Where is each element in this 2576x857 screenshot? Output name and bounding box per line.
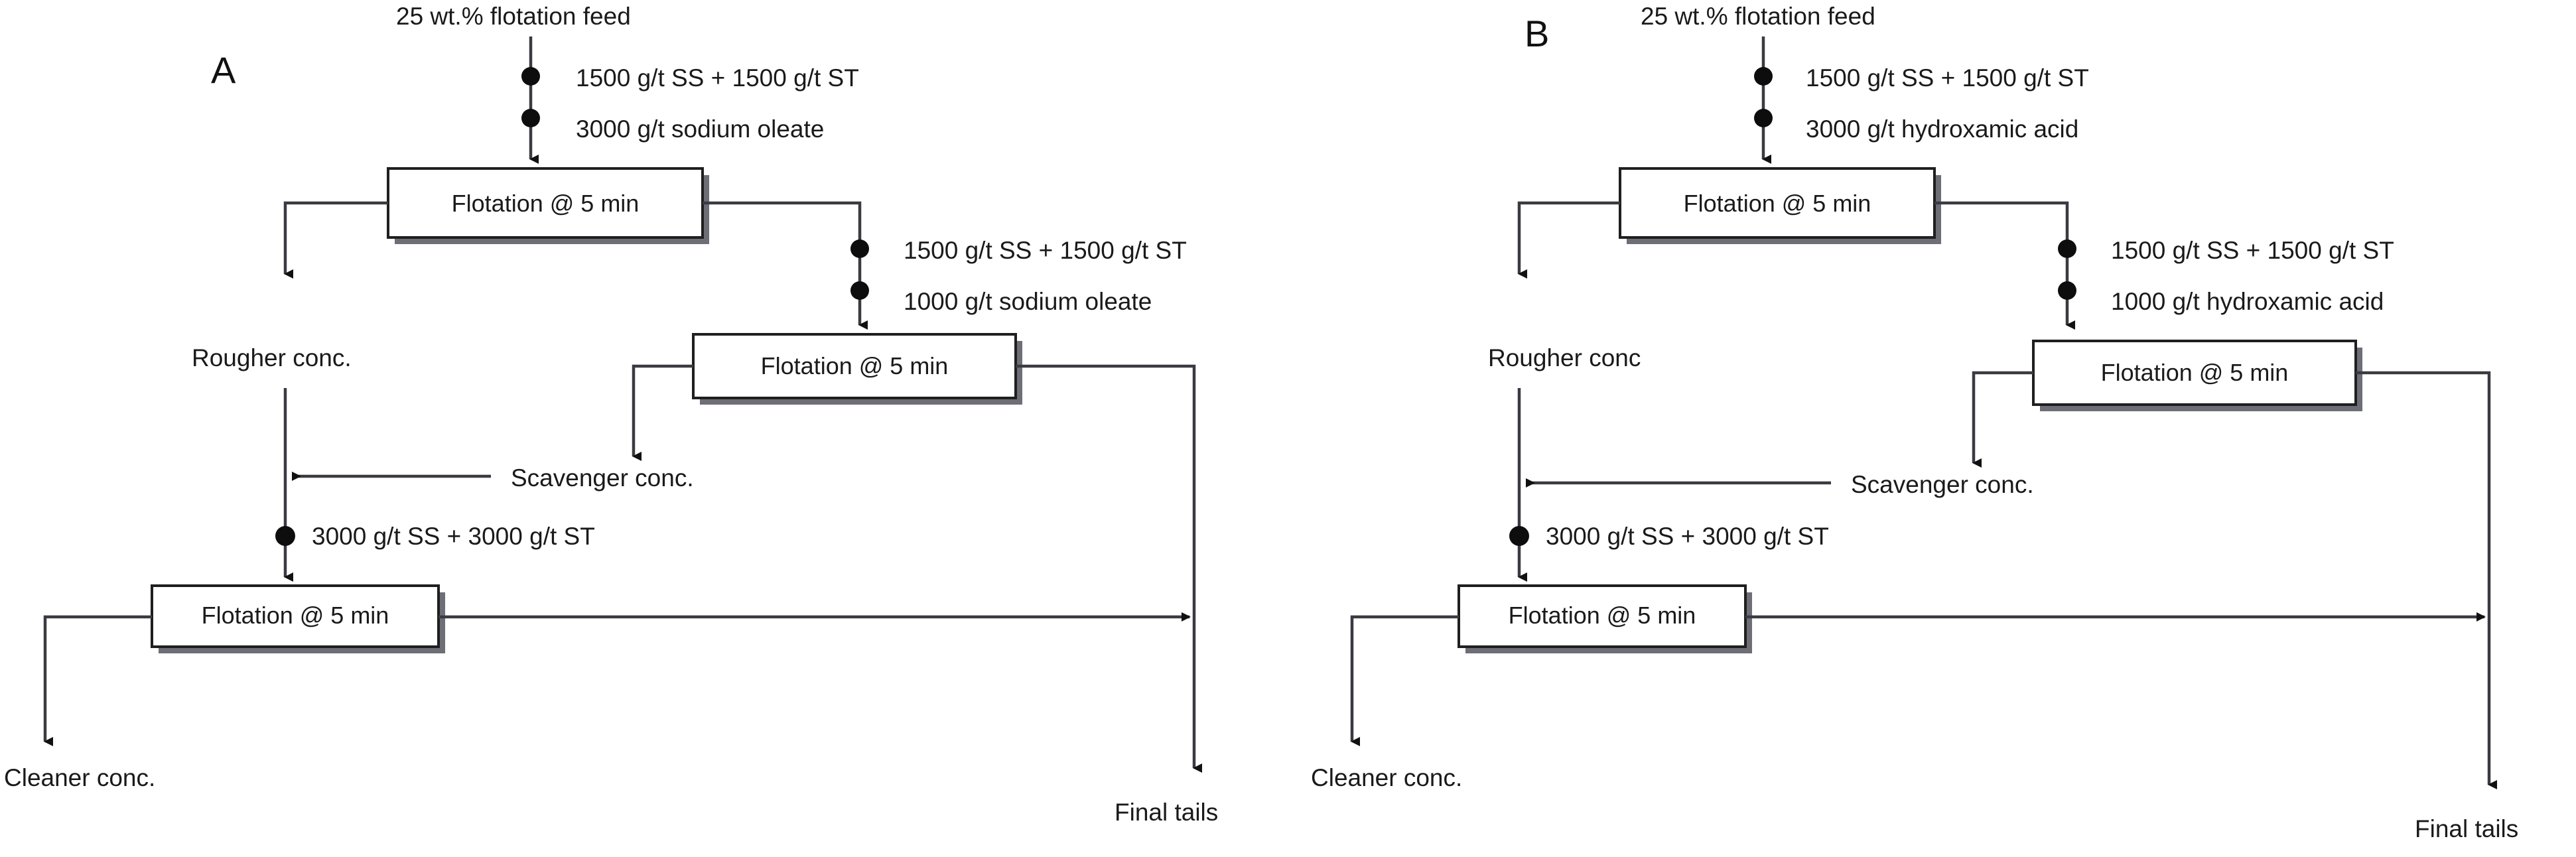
panel-b-rougher-reagent-1: 1500 g/t SS + 1500 g/t ST [1806,64,2089,92]
panel-b-reagent-dot-1 [1754,67,1773,86]
panel-b: B 25 wt.% flotation feed 1500 g/t SS + 1… [1311,3,2518,842]
panel-a-cleaner-conc-line [43,615,152,746]
panel-a-rougher-reagent-2: 3000 g/t sodium oleate [576,115,824,143]
panel-a-rougher-conc-line [283,201,388,279]
panel-b-reagent-dot-2 [1754,109,1773,127]
panel-b-rougher-reagent-2: 3000 g/t hydroxamic acid [1806,115,2078,143]
panel-b-scav-reagent-dot-2 [2058,281,2076,300]
panel-b-rougher-conc-line [1517,201,1620,279]
panel-a-scavenger-reagent-1: 1500 g/t SS + 1500 g/t ST [904,237,1187,264]
panel-a: A 25 wt.% flotation feed 1500 g/t SS + 1… [4,3,1218,826]
panel-b-feed-label: 25 wt.% flotation feed [1641,3,1875,30]
panel-b-rougher-conc-label: Rougher conc [1488,344,1641,371]
panel-b-scavenger-reagent-2: 1000 g/t hydroxamic acid [2111,288,2384,315]
panel-b-scavenger-conc-label: Scavenger conc. [1851,471,2034,498]
panel-a-cleaner-box-label: Flotation @ 5 min [202,602,389,629]
panel-b-cleaner-conc-line [1350,615,1459,746]
panel-a-cleaner-reagent-dot [275,526,295,546]
panel-b-rougher-box-label: Flotation @ 5 min [1684,190,1871,217]
panel-a-scav-reagent-dot-2 [850,281,869,300]
panel-a-cleaner-reagent: 3000 g/t SS + 3000 g/t ST [312,523,595,550]
panel-b-cleaner-reagent: 3000 g/t SS + 3000 g/t ST [1546,523,1829,550]
panel-a-scav-reagent-dot-1 [850,239,869,258]
panel-b-cleaner-box-label: Flotation @ 5 min [1509,602,1696,629]
panel-b-scavenger-tails-line [2356,371,2497,789]
panel-a-rougher-conc-label: Rougher conc. [192,344,352,371]
panel-b-scavenger-reagent-1: 1500 g/t SS + 1500 g/t ST [2111,237,2394,264]
panel-a-cleaner-conc-label: Cleaner conc. [4,764,155,791]
panel-a-feed-label: 25 wt.% flotation feed [396,3,631,30]
panel-a-letter: A [211,49,236,91]
panel-b-rougher-box [1619,167,1936,239]
panel-a-rougher-box-label: Flotation @ 5 min [452,190,640,217]
panel-b-scavenger-box [2032,340,2357,406]
panel-b-final-tails-label: Final tails [2415,815,2518,842]
panel-b-cleaner-conc-label: Cleaner conc. [1311,764,1462,791]
panel-a-reagent-dot-1 [521,67,540,86]
panel-a-scavenger-reagent-2: 1000 g/t sodium oleate [904,288,1152,315]
panel-a-scavenger-conc-down [632,364,693,461]
panel-a-scavenger-conc-label: Scavenger conc. [511,464,694,492]
panel-b-scav-reagent-dot-1 [2058,239,2076,258]
panel-a-final-tails-label: Final tails [1115,799,1218,826]
panel-a-scavenger-box-label: Flotation @ 5 min [761,352,949,379]
panel-b-scavenger-conc-down [1972,371,2033,468]
panel-a-reagent-dot-2 [521,109,540,127]
panel-a-scavenger-tails-line [1016,364,1202,773]
panel-b-scavenger-box-label: Flotation @ 5 min [2101,359,2289,386]
panel-a-rougher-reagent-1: 1500 g/t SS + 1500 g/t ST [576,64,859,92]
panel-b-cleaner-reagent-dot [1509,526,1529,546]
panel-b-letter: B [1525,13,1549,54]
